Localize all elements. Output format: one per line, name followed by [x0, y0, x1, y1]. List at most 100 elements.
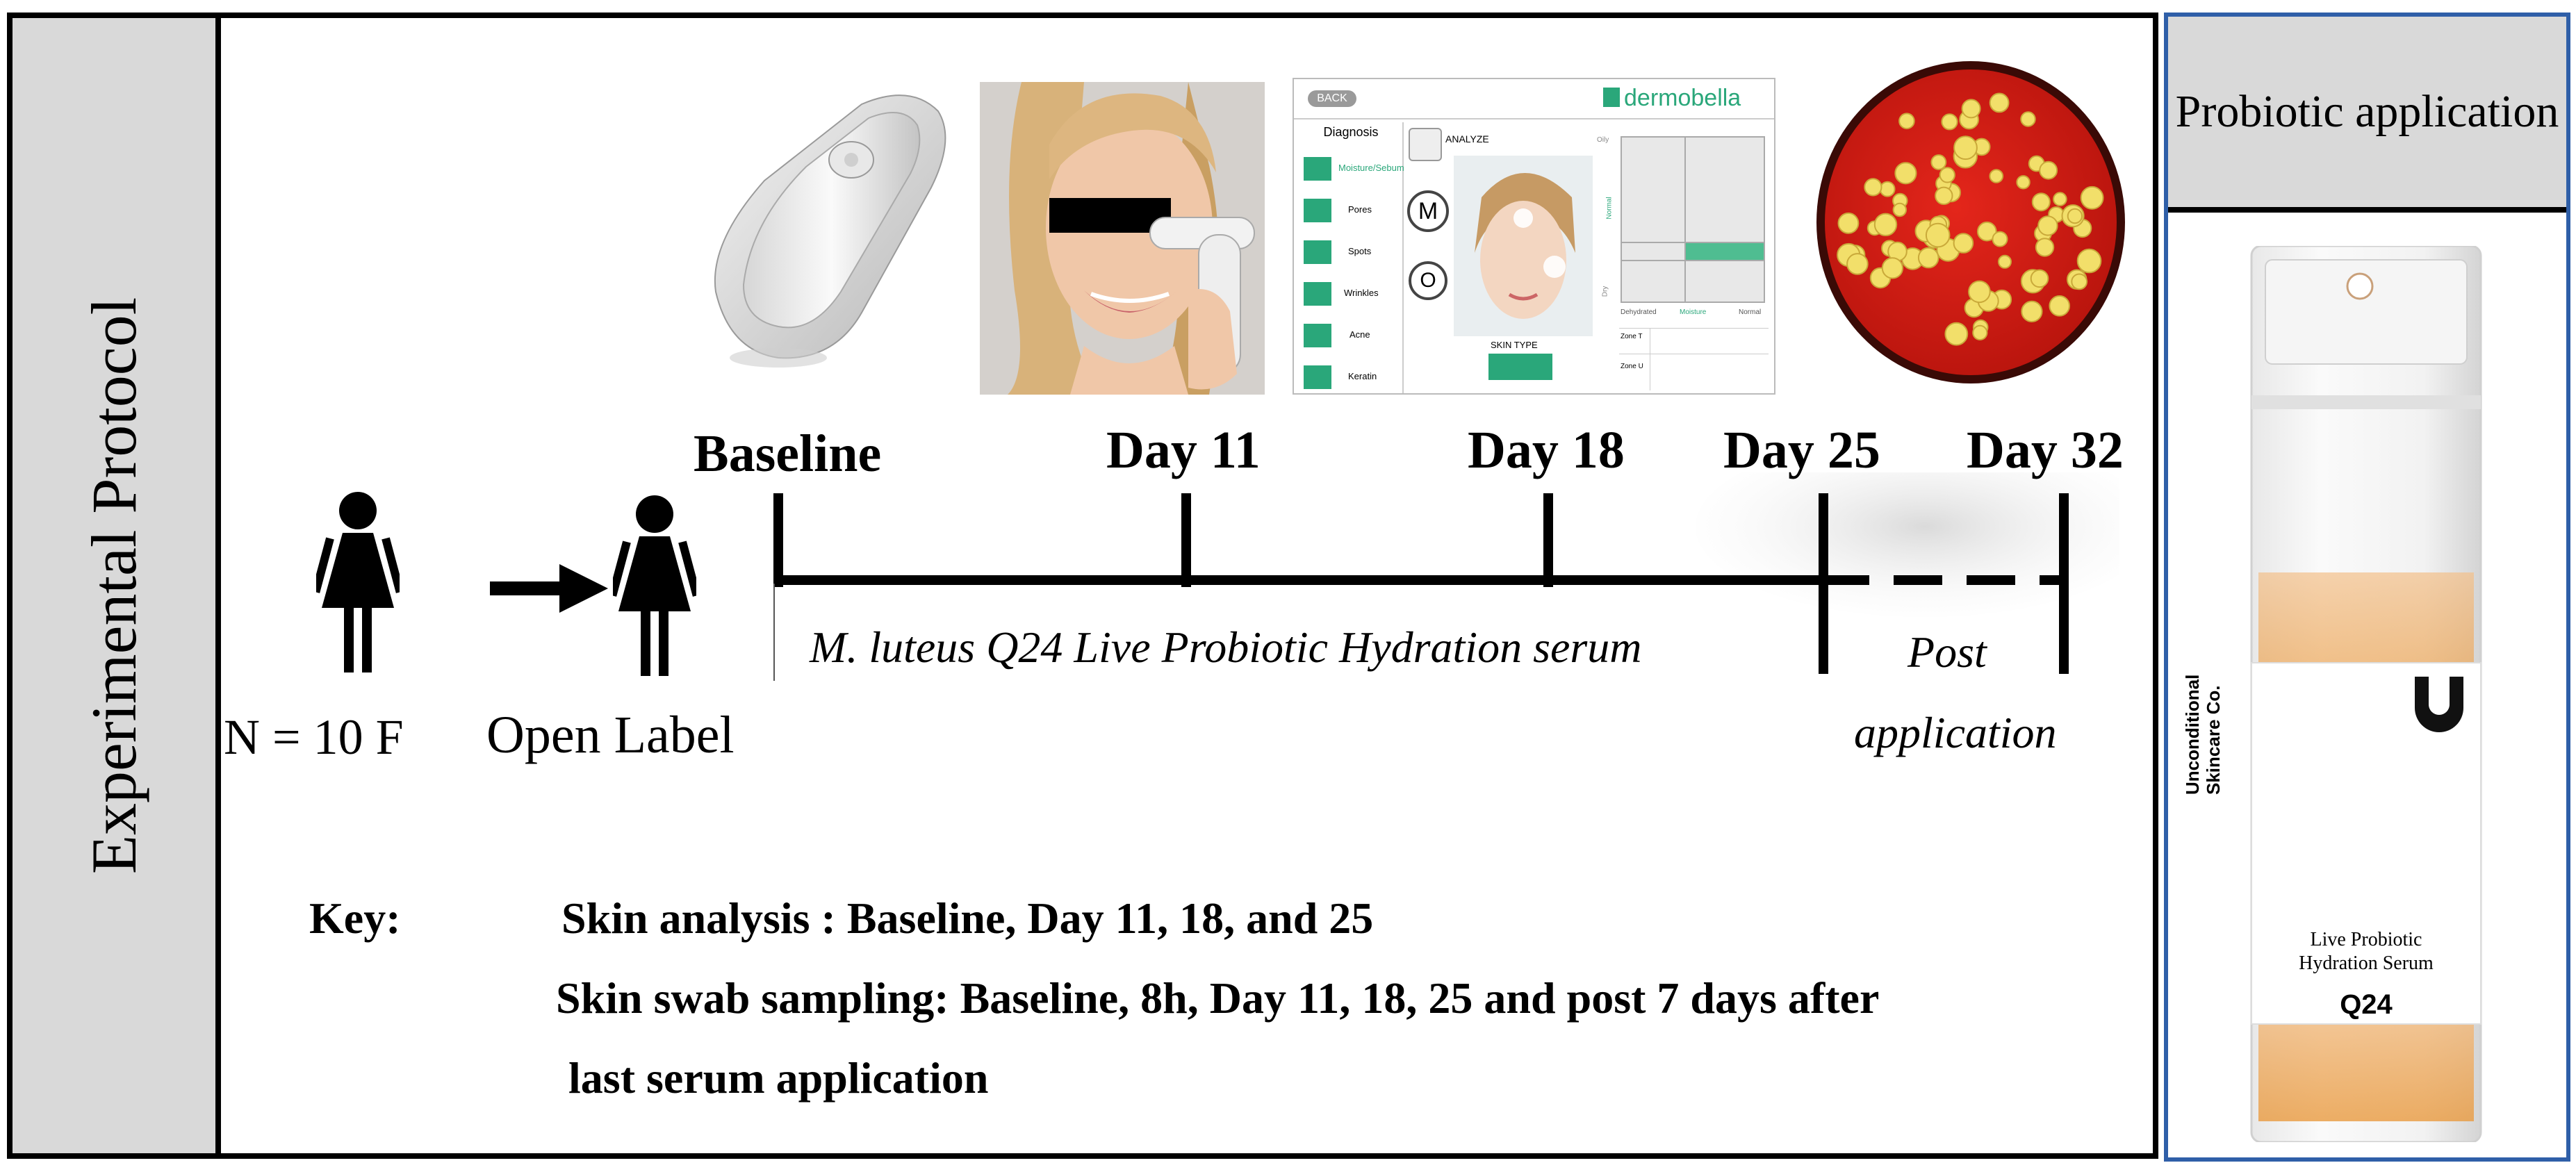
bacterial-colony — [1944, 322, 1969, 346]
timeline-point-baseline: Baseline — [694, 424, 882, 483]
bacterial-colony — [2076, 248, 2102, 274]
brand-name-line1: Unconditional — [2182, 674, 2203, 795]
bacterial-colony — [1989, 169, 2004, 183]
bacterial-colony — [1846, 253, 1869, 275]
bacterial-colony — [2080, 185, 2104, 210]
skin-analyzer-device-image — [714, 94, 946, 368]
brand-name: dermobella — [1624, 85, 1741, 111]
pores-icon[interactable] — [1304, 199, 1331, 222]
bacterial-colony — [1917, 247, 1939, 269]
o-mode-button[interactable]: O — [1409, 261, 1447, 300]
menu-item-pores[interactable]: Pores — [1348, 204, 1372, 215]
bacterial-colony — [1941, 113, 1958, 131]
bacterial-colony — [1953, 233, 1974, 254]
arrow-right-icon — [490, 564, 608, 613]
bacterial-colony — [2049, 295, 2071, 317]
bacterial-colony — [1892, 202, 1908, 217]
key-skin-analysis: Skin analysis : Baseline, Day 11, 18, an… — [561, 893, 1374, 943]
bacterial-colony — [2037, 215, 2058, 236]
probiotic-application-title: Probiotic application — [2168, 17, 2566, 213]
bacterial-colony — [2030, 269, 2049, 288]
zone-u-label: Zone U — [1621, 363, 1643, 370]
skin-type-marker — [1686, 243, 1764, 260]
timeline-point-day32: Day 32 — [1967, 421, 2124, 479]
bacterial-colony — [1881, 257, 1904, 279]
diagnosis-sidebar: Diagnosis Moisture/Sebum Pores Spots Wri… — [1299, 122, 1404, 393]
bacterial-colony — [1873, 213, 1898, 237]
brand-logo-icon: U — [2415, 677, 2463, 732]
bacterial-colony — [1930, 154, 1947, 170]
brand-logo-icon — [1603, 88, 1620, 107]
study-design-label: Open Label — [486, 706, 735, 764]
bacterial-colony — [1879, 181, 1896, 197]
bacterial-colony — [1961, 99, 1981, 119]
keratin-icon[interactable] — [1304, 365, 1331, 389]
bacterial-colony — [2071, 273, 2088, 290]
bacterial-colony — [1935, 186, 1953, 206]
serum-bottle-image: Unconditional Skincare Co. U Live Probio… — [2182, 246, 2495, 1142]
menu-item-spots[interactable]: Spots — [1348, 246, 1372, 256]
bacterial-colony — [1898, 113, 1915, 129]
bacterial-colony — [2067, 208, 2083, 224]
bacterial-colony — [1968, 280, 1991, 304]
x-axis-right: Normal — [1739, 308, 1762, 316]
timeline-point-day18: Day 18 — [1468, 421, 1625, 479]
zone-t-label: Zone T — [1621, 333, 1643, 340]
face-diagram-image — [1454, 156, 1593, 336]
skin-type-result-bar — [1488, 354, 1552, 380]
bacterial-colony — [2020, 111, 2036, 127]
x-axis-mid: Moisture — [1680, 308, 1707, 316]
back-button[interactable]: BACK — [1308, 90, 1356, 107]
bacterial-colony — [2039, 160, 2058, 180]
post-label-line2: application — [1854, 708, 2057, 757]
bacterial-colony — [1925, 222, 1951, 248]
moisture-icon[interactable] — [1304, 157, 1331, 181]
y-axis-bottom: Dry — [1601, 286, 1609, 297]
bacterial-colony — [2031, 192, 2051, 212]
female-participant-icon — [316, 492, 400, 672]
bacterial-colony — [1953, 135, 1978, 160]
bacterial-colony — [1939, 167, 1955, 183]
bacterial-colony — [2053, 192, 2067, 206]
protocol-title: Experimental Protocol — [79, 297, 149, 875]
bacterial-colony — [1998, 254, 2012, 269]
product-name: Live Probiotic Hydration Serum — [2299, 929, 2434, 974]
bacterial-colony — [1989, 92, 2010, 113]
bacterial-colony — [1894, 162, 1917, 185]
probiotic-application-panel: Probiotic application Unconditional Skin… — [2164, 13, 2570, 1162]
timeline-point-day11: Day 11 — [1106, 421, 1261, 479]
spots-icon[interactable] — [1304, 240, 1331, 264]
wrinkles-icon[interactable] — [1304, 282, 1331, 306]
skin-analysis-software-screen: BACK dermobella Diagnosis Moisture/Sebum… — [1293, 78, 1775, 395]
menu-item-wrinkles[interactable]: Wrinkles — [1344, 288, 1379, 298]
bacterial-colony — [1837, 212, 1860, 234]
x-axis-left: Dehydrated — [1621, 308, 1657, 316]
participant-count: N = 10 F — [224, 709, 404, 765]
bacterial-colony — [1992, 231, 2008, 247]
skin-type-chart — [1621, 136, 1765, 303]
y-axis-top: Oily — [1597, 136, 1609, 144]
bacterial-colony — [1864, 178, 1882, 197]
menu-item-keratin[interactable]: Keratin — [1348, 371, 1377, 381]
key-label: Key: — [309, 893, 401, 943]
diagnosis-heading: Diagnosis — [1323, 125, 1379, 139]
q24-badge: Q24 — [2340, 989, 2393, 1020]
bacterial-colony — [2035, 238, 2055, 257]
bacterial-colony — [2016, 175, 2031, 190]
bacterial-colony — [1972, 324, 1988, 340]
analyze-label: ANALYZE — [1445, 133, 1489, 145]
m-mode-button[interactable]: M — [1407, 190, 1449, 232]
post-label-line1: Post — [1908, 627, 1987, 677]
petri-dish-culture-image — [1816, 61, 2125, 383]
y-axis-mid: Normal — [1605, 197, 1614, 220]
bacterial-colony — [1977, 221, 1997, 242]
serum-period-label: M. luteus Q24 Live Probiotic Hydration s… — [810, 622, 1642, 672]
female-participant-icon — [613, 495, 696, 676]
timeline-point-day25: Day 25 — [1723, 421, 1880, 479]
timeline-diagram — [773, 472, 2119, 681]
acne-icon[interactable] — [1304, 324, 1331, 347]
skin-measurement-photo — [980, 82, 1265, 395]
menu-item-acne[interactable]: Acne — [1349, 329, 1370, 340]
menu-item-moisture[interactable]: Moisture/Sebum — [1338, 163, 1404, 173]
key-skin-swab: Skin swab sampling: Baseline, 8h, Day 11… — [556, 973, 1880, 1023]
